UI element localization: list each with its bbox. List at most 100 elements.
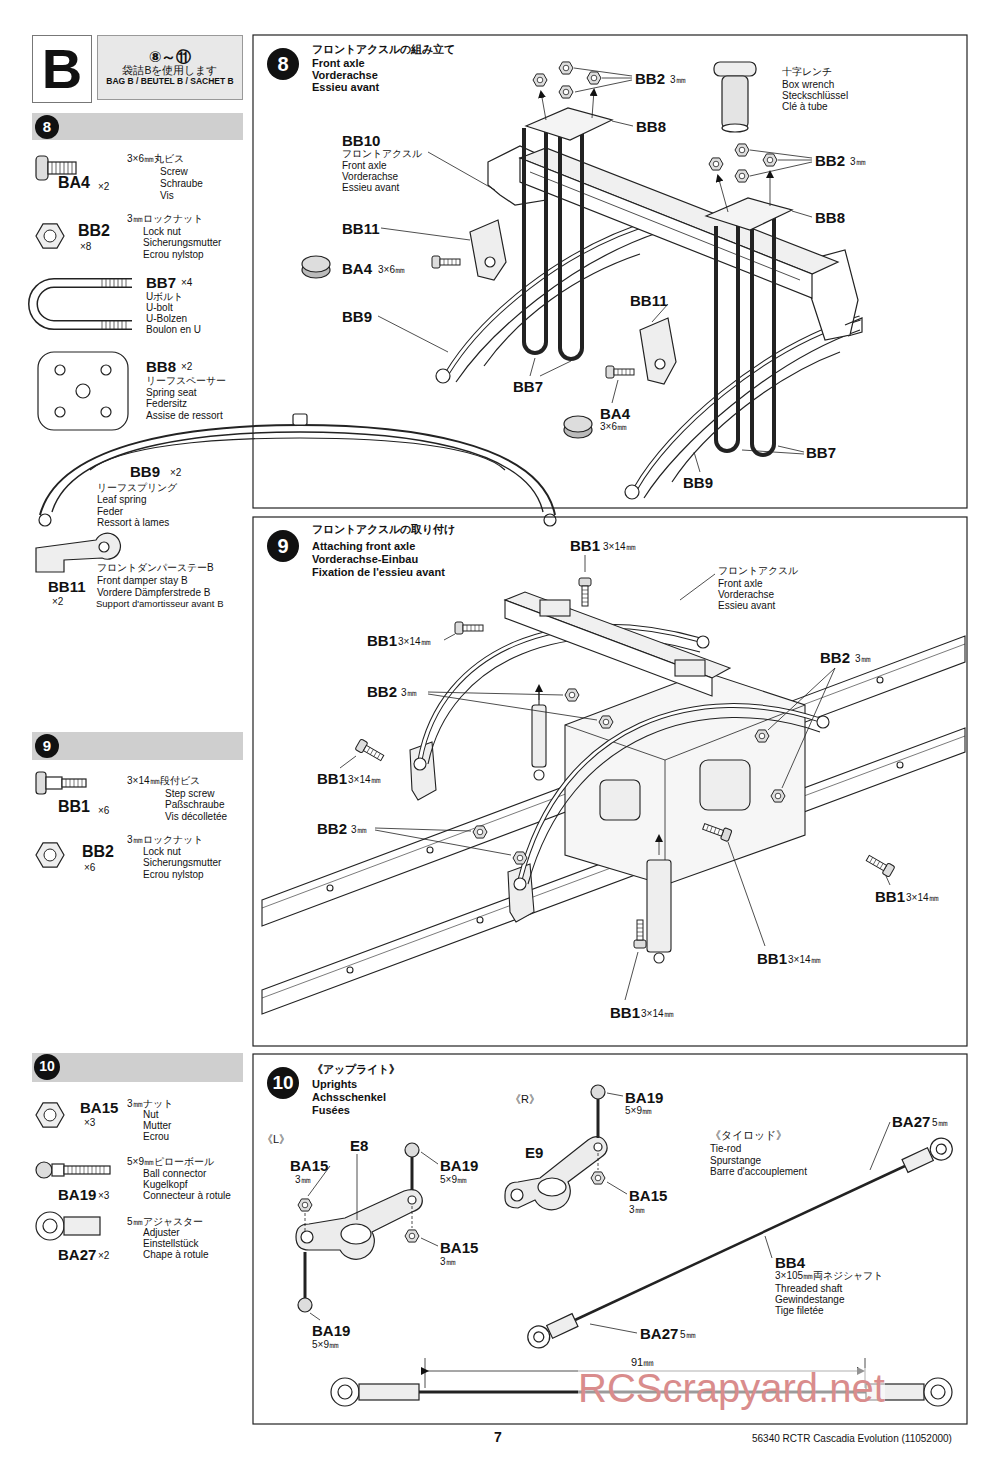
part-code: BB2 xyxy=(815,152,845,169)
axle-assembly xyxy=(706,198,792,230)
label-text: 3×14㎜ xyxy=(641,1008,674,1020)
axle-assembly xyxy=(655,359,665,369)
upright-illustration xyxy=(931,1385,945,1399)
label-text: 3×14㎜ xyxy=(906,892,939,904)
label-text: U-bolt xyxy=(146,302,173,314)
label-text: Step screw xyxy=(165,788,214,800)
chassis-illustration xyxy=(817,716,829,728)
leader-line xyxy=(694,452,700,472)
part-icon xyxy=(101,407,111,417)
axle-assembly xyxy=(560,118,582,359)
chassis-illustration xyxy=(532,705,546,767)
leader-line xyxy=(886,876,890,885)
part-icon xyxy=(52,1164,64,1176)
part-code: E8 xyxy=(350,1137,368,1154)
leader-line xyxy=(428,152,495,190)
upright-illustration xyxy=(298,1199,312,1211)
label-text: Vorderachse xyxy=(312,69,378,82)
label-text: ×6 xyxy=(84,862,95,874)
label-text: フロントアクスル xyxy=(342,148,422,160)
label-text: Ball connector xyxy=(143,1168,206,1180)
chassis-illustration xyxy=(654,953,664,963)
part-code: BB7 xyxy=(146,274,176,291)
label-text: ×3 xyxy=(84,1117,95,1129)
part-icon xyxy=(68,1166,104,1174)
part-code: BA4 xyxy=(342,260,372,277)
label-text: Nut xyxy=(143,1109,159,1121)
chassis-illustration xyxy=(702,821,732,842)
leader-line xyxy=(428,692,597,720)
upright-illustration xyxy=(405,1143,419,1157)
chassis-illustration xyxy=(540,600,570,616)
upright-illustration xyxy=(408,1196,416,1204)
label-text: 3㎜ナット xyxy=(127,1098,173,1110)
leader-line xyxy=(792,211,812,217)
part-code: BA15 xyxy=(290,1157,328,1174)
axle-assembly xyxy=(470,220,506,280)
part-code: BB1 xyxy=(317,770,347,787)
part-icon xyxy=(101,365,111,375)
part-icon xyxy=(36,1103,64,1127)
part-icon xyxy=(39,514,51,526)
chassis-illustration xyxy=(700,760,750,810)
axle-assembly xyxy=(709,158,723,170)
part-code: BB1 xyxy=(610,1004,640,1021)
label-text: 3×14㎜ xyxy=(348,774,381,786)
leader-line xyxy=(770,172,771,206)
chassis-illustration xyxy=(505,600,712,696)
part-code: BB11 xyxy=(48,578,86,595)
leader-line xyxy=(590,1324,637,1333)
chassis-illustration xyxy=(347,967,353,973)
leader-line xyxy=(340,756,356,768)
label-text: Fixation de l'essieu avant xyxy=(312,566,445,579)
leader-line xyxy=(539,686,540,700)
upright-illustration xyxy=(575,1166,905,1320)
label-text: Tie-rod xyxy=(710,1143,741,1155)
panel-frame xyxy=(253,1054,967,1424)
label-text: Chape à rotule xyxy=(143,1249,209,1261)
chassis-illustration xyxy=(865,853,895,877)
chassis-illustration xyxy=(514,878,526,890)
label-text: 3㎜ xyxy=(440,1256,456,1268)
part-code: BB2 xyxy=(367,683,397,700)
chassis-illustration xyxy=(414,758,426,770)
part-icon xyxy=(33,156,556,1240)
part-icon xyxy=(64,1217,100,1235)
part-icon xyxy=(36,772,46,794)
node-text: B xyxy=(42,38,82,100)
chassis-illustration xyxy=(327,885,333,891)
part-icon xyxy=(36,156,48,180)
leader-line xyxy=(592,90,594,118)
upright-illustration xyxy=(411,1157,414,1190)
axle-assembly xyxy=(763,154,777,166)
part-code: BA27 xyxy=(640,1325,678,1342)
label-text: 3㎜ xyxy=(850,156,866,168)
label-text: ×4 xyxy=(181,277,192,289)
upright-illustration xyxy=(331,1378,359,1406)
label-text: 3×14㎜ xyxy=(398,636,431,648)
leader-line xyxy=(870,1122,890,1170)
label-text: 十字レンチ xyxy=(782,66,832,78)
part-icon xyxy=(43,1219,57,1233)
leader-line xyxy=(541,92,546,120)
axle-assembly xyxy=(436,369,450,383)
chassis-illustration xyxy=(528,717,820,884)
leader-line xyxy=(574,68,632,92)
axle-assembly xyxy=(587,72,601,84)
axle-assembly xyxy=(526,108,612,140)
part-icon xyxy=(52,432,543,512)
axle-assembly xyxy=(559,62,573,74)
label-text: 5㎜アジャスター xyxy=(127,1216,203,1228)
label-text: 56340 RCTR Cascadia Evolution (11052000) xyxy=(752,1433,952,1445)
axle-assembly xyxy=(735,170,749,182)
label-text: Front damper stay B xyxy=(97,575,188,587)
upright-illustration xyxy=(341,1224,371,1244)
leader-line xyxy=(421,1238,438,1246)
leader-line xyxy=(308,1093,890,1333)
upright-illustration xyxy=(538,1178,566,1196)
chassis-illustration xyxy=(877,677,883,683)
label-text: Box wrench xyxy=(782,79,834,91)
label-text: Front axle xyxy=(342,160,386,172)
label-text: 《L》 xyxy=(262,1133,290,1146)
part-code: BB2 xyxy=(635,70,665,87)
